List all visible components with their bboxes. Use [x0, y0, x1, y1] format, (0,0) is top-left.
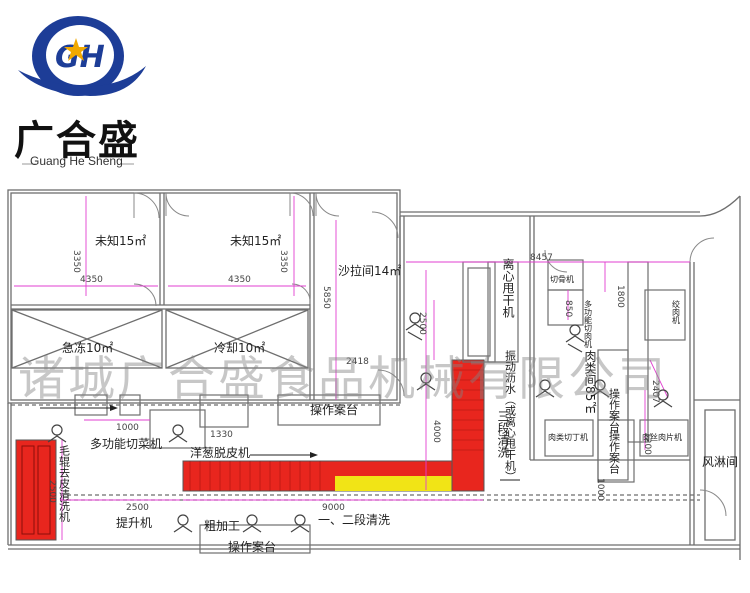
worker-icon: [653, 389, 673, 408]
equipment-label: 提升机: [116, 515, 152, 530]
dim-label: 1000: [595, 478, 605, 501]
walls: [7, 189, 741, 560]
equipment-label: 切骨机: [550, 274, 574, 284]
dim-label: 4000: [431, 420, 441, 443]
equipment-label: 毛辊去皮清洗机: [58, 445, 71, 522]
worker-icon: [565, 324, 585, 353]
equipment-label: 振动沥水（或离心甩干机）: [504, 349, 517, 482]
dim-label: 850: [563, 300, 573, 317]
worker-icon: [290, 514, 310, 533]
room-label: 未知15㎡: [95, 234, 146, 248]
logo-name-en: Guang He Sheng: [30, 154, 123, 168]
equipment-label: 操作案台: [310, 402, 358, 417]
equipment-label: 绞肉机: [672, 299, 681, 325]
dim-label: 2500: [47, 480, 57, 503]
worker-icon: [242, 514, 262, 533]
room-label: 急冻10㎡: [62, 340, 113, 355]
equipment-label: 操作案台: [228, 539, 276, 554]
dim-label: 1000: [116, 423, 139, 433]
equipment-label: 一、二段清洗: [318, 512, 390, 527]
logo-name-cn: 广合盛: [14, 118, 140, 164]
dim-label: 4350: [228, 275, 251, 285]
logo-star-icon: [64, 38, 88, 61]
equipment-label: 操作案台: [608, 429, 621, 474]
vertical-conveyor-belt: [451, 359, 485, 492]
roller-washer: [15, 439, 57, 541]
dimension-lines: [14, 196, 690, 540]
dim-label: 1200: [642, 432, 652, 455]
door-swings: [133, 192, 727, 517]
dim-label: 2407: [650, 380, 660, 403]
worker-icon: [590, 379, 610, 398]
dim-label: 5850: [321, 286, 331, 309]
worker-icon: [535, 379, 555, 398]
dim-label: 3350: [278, 250, 288, 273]
room-label: 三段清洗: [496, 410, 510, 458]
worker-icon: [47, 424, 67, 443]
dim-label: 9000: [322, 503, 345, 513]
room-label: 肉类间85㎡: [583, 350, 597, 414]
dim-label: 1330: [210, 430, 233, 440]
worker-icon: [173, 514, 193, 533]
dim-label: 8457: [530, 253, 553, 263]
equipment-label: 多功能切肉机: [584, 299, 593, 349]
room-label: 风淋间: [702, 455, 738, 469]
dim-label: 1800: [615, 285, 625, 308]
room-label: 冷却10㎡: [214, 341, 265, 355]
room-label: 未知15㎡: [230, 234, 281, 248]
worker-icon: [416, 372, 436, 391]
room-label: 沙拉间14㎡: [338, 263, 401, 278]
dim-label: 4350: [80, 275, 103, 285]
yellow-belt-section: [335, 476, 455, 491]
equipment-label: 洋葱脱皮机: [190, 445, 250, 460]
dim-label: 2418: [346, 357, 369, 367]
equipment-label: 操作案台: [608, 387, 621, 432]
worker-icons: [47, 312, 673, 533]
dim-label: 2500: [417, 312, 427, 335]
equipment-label: 多功能切菜机: [90, 437, 162, 451]
equipment-label: 粗加工: [204, 519, 240, 533]
worker-icon: [405, 312, 425, 341]
conveyor: [182, 359, 485, 492]
room-label: 离心甩干机: [501, 257, 515, 318]
equipment-label: 肉丝肉片机: [642, 432, 682, 442]
logo-emblem-icon: GH: [18, 16, 146, 96]
equipment-label: 肉类切丁机: [548, 432, 588, 442]
worker-icon: [168, 424, 188, 443]
dim-label: 2500: [126, 503, 149, 513]
dim-label: 3350: [71, 250, 81, 273]
